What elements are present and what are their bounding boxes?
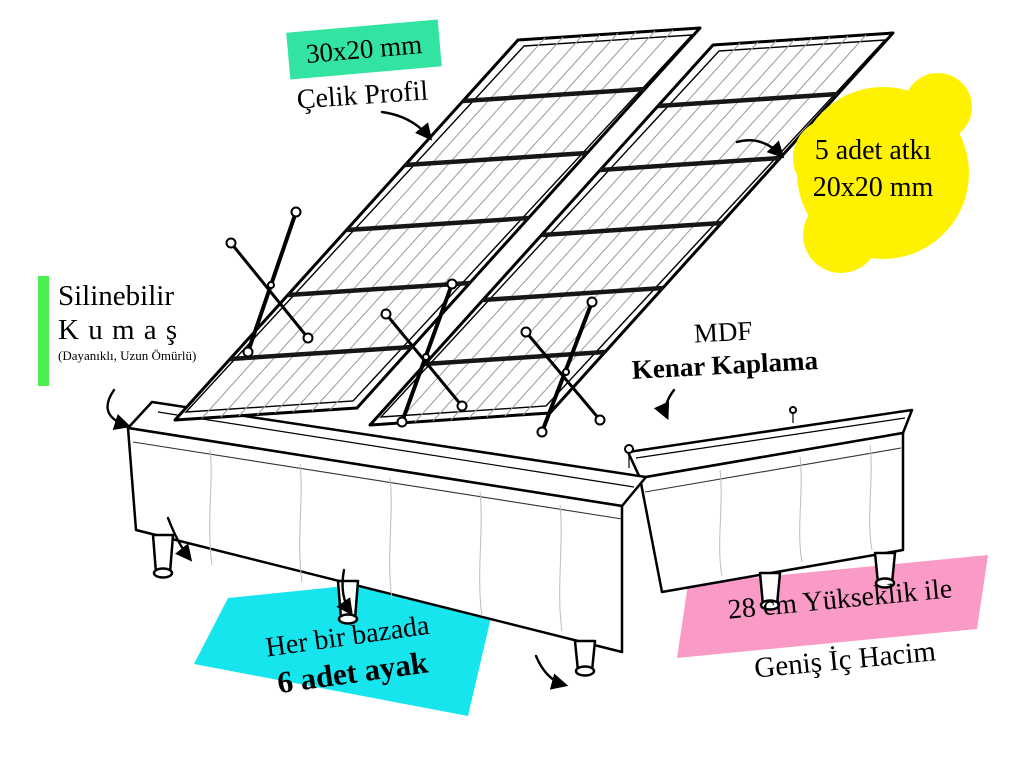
fabric-label-line3: (Dayanıklı, Uzun Ömürlü) xyxy=(58,348,197,363)
arrow-leg-2 xyxy=(336,568,353,616)
arrow-leg-3 xyxy=(534,654,569,690)
lift-mechanism-2 xyxy=(380,278,468,428)
right-base-legs xyxy=(758,551,897,611)
right-base xyxy=(626,406,914,611)
mdf-label: MDF Kenar Kaplama xyxy=(608,310,839,388)
left-base-fabric-texture xyxy=(209,449,563,632)
fabric-label-line1: Silinebilir xyxy=(58,280,174,312)
lift-mechanisms xyxy=(225,206,606,438)
lift-mechanism-3 xyxy=(520,296,606,438)
arrow-steel-profile xyxy=(380,110,433,141)
crossbar-label-line2: 20x20 mm xyxy=(812,172,934,203)
lift-mechanism-1 xyxy=(225,206,314,358)
right-lid xyxy=(368,31,895,427)
right-base-fabric-texture xyxy=(719,444,873,577)
arrow-fabric xyxy=(106,388,132,431)
latch-detail-right xyxy=(789,406,797,423)
arrow-mdf xyxy=(653,388,676,421)
right-lid-crossbars xyxy=(424,91,839,367)
legs-badge-shape xyxy=(194,570,502,716)
annotation-arrows xyxy=(106,110,785,690)
height-badge-shape xyxy=(677,555,988,658)
fabric-label: Silinebilir K u m a ş (Dayanıklı, Uzun Ö… xyxy=(58,279,233,364)
fabric-accent-bar xyxy=(38,276,49,386)
crossbar-badge xyxy=(793,73,972,273)
latch-detail-left xyxy=(624,444,634,468)
steel-size-text: 30x20 mm xyxy=(304,28,424,70)
crossbar-label: 5 adet atkı 20x20 mm xyxy=(788,132,958,206)
arrow-leg-1 xyxy=(166,516,193,562)
blob-circle-main xyxy=(797,87,969,259)
crossbar-label-line1: 5 adet atkı xyxy=(814,135,932,166)
left-lid xyxy=(173,26,702,422)
arrow-crossbars xyxy=(735,139,785,159)
left-lid-crossbars xyxy=(229,86,646,362)
fabric-label-line2: K u m a ş xyxy=(58,314,179,346)
